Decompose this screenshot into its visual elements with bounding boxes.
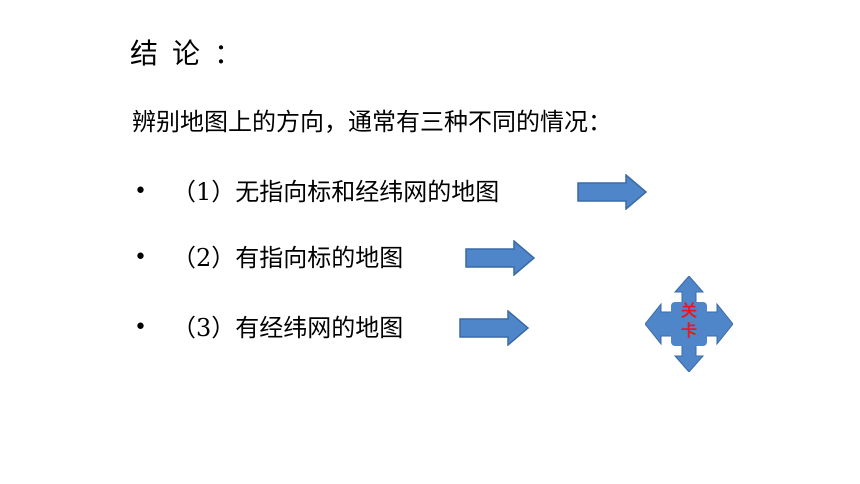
four-way-arrow-icon — [645, 276, 733, 372]
list-item-text: （2）有指向标的地图 — [172, 244, 404, 272]
list-item-text: （3）有经纬网的地图 — [172, 314, 404, 342]
bullet: • — [134, 315, 147, 340]
badge-label-top: 关 — [680, 301, 697, 320]
bullet: • — [134, 179, 147, 204]
list-item-text: （1）无指向标和经纬网的地图 — [172, 178, 500, 206]
arrow-right-icon[interactable] — [458, 310, 530, 346]
list-item: • （2）有指向标的地图 — [0, 238, 860, 278]
checkpoint-badge[interactable]: 关 卡 — [645, 276, 733, 372]
list-item: • （1）无指向标和经纬网的地图 — [0, 172, 860, 212]
arrow-right-icon[interactable] — [576, 174, 648, 210]
slide-title: 结论： — [130, 37, 257, 70]
badge-label-bottom: 卡 — [680, 321, 697, 340]
list-item: • （3）有经纬网的地图 — [0, 308, 860, 348]
bullet: • — [134, 245, 147, 270]
intro-text: 辨别地图上的方向，通常有三种不同的情况： — [132, 108, 612, 136]
arrow-right-icon[interactable] — [464, 240, 536, 276]
